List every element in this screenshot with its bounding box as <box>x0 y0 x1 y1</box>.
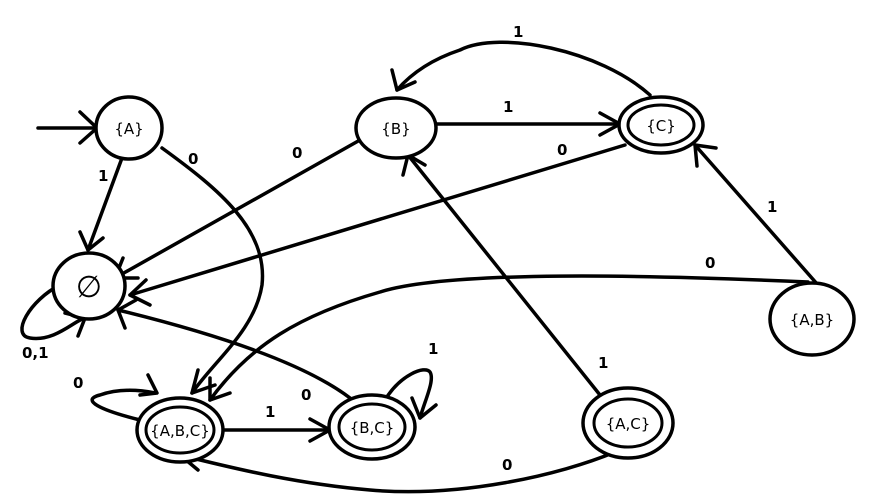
edge-empty-loop <box>20 283 87 341</box>
state-C: {C} <box>617 95 705 155</box>
edge-AC-ABC <box>178 450 617 494</box>
empty-set-icon: ∅ <box>76 270 102 305</box>
edge-C-B <box>395 40 652 97</box>
state-BC: {B,C} <box>327 393 417 461</box>
edge-A-ABC <box>160 146 265 395</box>
state-AB: {A,B} <box>768 281 856 357</box>
edge-label-empty-loop: 0,1 <box>22 344 49 362</box>
edge-label-AC-ABC: 0 <box>502 456 512 474</box>
state-B-label: {B} <box>381 120 410 138</box>
edge-label-C-empty: 0 <box>557 141 567 159</box>
edge-C-empty <box>128 143 627 297</box>
edge-label-B-empty: 0 <box>292 144 302 162</box>
edge-label-B-C: 1 <box>503 98 513 116</box>
edge-label-BC-empty: 0 <box>301 386 311 404</box>
edge-A-ABC-head <box>190 368 217 395</box>
edge-C-empty-head <box>128 278 152 307</box>
state-AC: {A,C} <box>581 386 675 460</box>
edge-BC-empty-head <box>116 298 138 330</box>
edge-label-C-B: 1 <box>513 23 523 41</box>
edge-BC-loop <box>383 368 433 420</box>
edge-AB-ABC <box>208 274 810 402</box>
edge-label-AC-B: 1 <box>598 354 608 372</box>
edge-AB-ABC-head <box>208 376 232 402</box>
state-AC-label: {A,C} <box>606 415 651 433</box>
state-A: {A} <box>94 95 164 161</box>
edge-label-ABC-loop: 0 <box>73 374 83 392</box>
state-B: {B} <box>354 96 438 160</box>
edge-label-A-ABC: 0 <box>188 150 198 168</box>
edge-ABC-loop <box>90 388 157 422</box>
edge-A-empty-head <box>78 230 105 252</box>
edge-BC-empty <box>116 308 352 400</box>
state-C-label: {C} <box>646 117 676 135</box>
edge-label-AB-C: 1 <box>767 198 777 216</box>
state-BC-label: {B,C} <box>350 419 395 437</box>
edge-C-B-head <box>390 68 417 92</box>
edge-label-A-empty: 1 <box>98 167 108 185</box>
edge-ABC-loop-head <box>138 373 159 397</box>
edge-AB-C-head <box>693 143 718 168</box>
state-ABC: {A,B,C} <box>135 396 225 464</box>
edge-B-empty <box>113 138 362 280</box>
edge-BC-loop-head <box>410 396 438 420</box>
edge-label-BC-loop: 1 <box>428 340 438 358</box>
edge-label-ABC-BC: 1 <box>265 403 275 421</box>
edge-A-empty <box>86 156 124 252</box>
edge-AC-B <box>406 153 602 397</box>
state-ABC-label: {A,B,C} <box>150 422 210 440</box>
edge-label-AB-ABC: 0 <box>705 254 715 272</box>
edge-AB-C <box>693 143 820 287</box>
state-AB-label: {A,B} <box>790 311 834 329</box>
state-empty: ∅ <box>51 251 127 321</box>
state-A-label: {A} <box>114 120 143 138</box>
